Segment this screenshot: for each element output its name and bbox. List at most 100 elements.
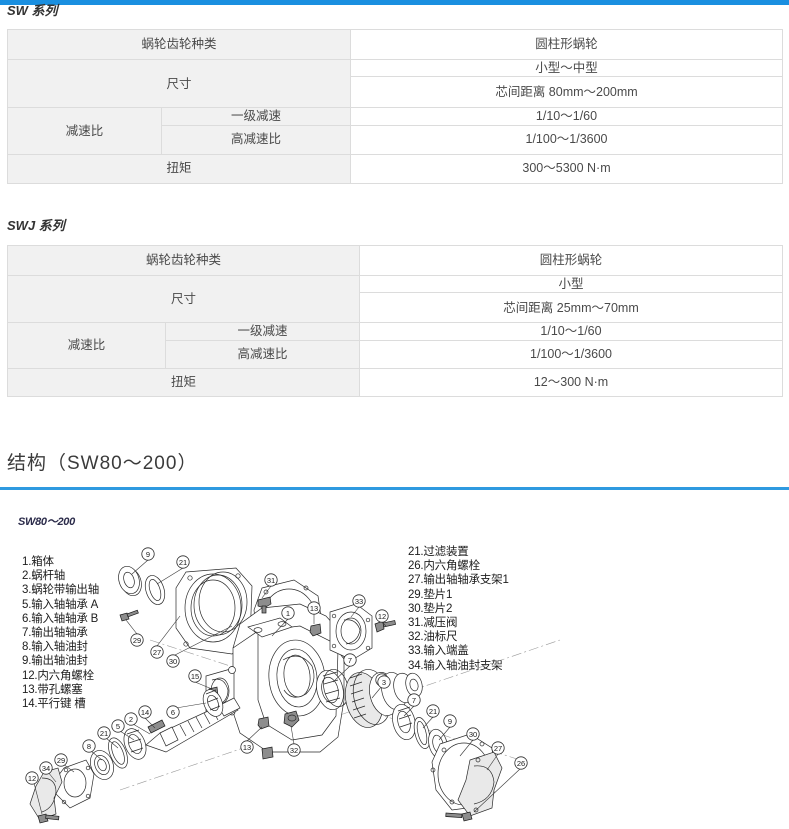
callout-balloon-9: 9	[443, 714, 457, 728]
part-item: 1.箱体	[22, 556, 54, 568]
svg-text:21: 21	[179, 558, 187, 567]
svg-text:32: 32	[290, 746, 298, 755]
callout-balloon-9: 9	[141, 547, 155, 561]
table-row: 扭矩 12～300 N·m	[6, 367, 784, 397]
cell-size-value-1: 小型～中型	[350, 58, 784, 78]
callout-balloon-27: 27	[150, 645, 164, 659]
callout-balloon-12: 12	[25, 771, 39, 785]
svg-text:27: 27	[153, 648, 161, 657]
callout-balloon-33: 33	[352, 594, 366, 608]
svg-text:29: 29	[133, 636, 141, 645]
output-bearing-bracket-27-right	[457, 751, 503, 817]
part-item: 31.减压阀	[408, 617, 458, 630]
svg-text:13: 13	[310, 604, 318, 613]
socket-bolt-26	[445, 811, 473, 822]
part-item: 8.输入轴油封	[22, 641, 88, 654]
callout-balloon-15: 15	[188, 669, 202, 683]
callout-balloon-6: 6	[166, 705, 180, 719]
callout-balloon-1: 1	[281, 606, 295, 620]
svg-text:34: 34	[42, 764, 50, 773]
filter-ring-21-left	[108, 737, 128, 769]
leader-lines	[33, 559, 521, 815]
table-row: 减速比 一级减速 1/10～1/60	[7, 107, 784, 155]
cell-torque-value: 12～300 N·m	[359, 367, 784, 397]
part-item: 7.输出轴轴承	[22, 627, 88, 640]
oil-gauge-32	[283, 710, 300, 728]
cell-gear-type-label: 蜗轮齿轮种类	[6, 29, 352, 60]
callout-balloon-29: 29	[54, 753, 68, 767]
seal-stack-top-left	[118, 565, 140, 595]
callout-balloon-32: 32	[287, 743, 301, 757]
gasket-29	[55, 759, 95, 809]
output-bearing-7-right	[392, 703, 416, 741]
series-title-sw: SW 系列	[7, 3, 58, 18]
callout-balloon-30: 30	[166, 654, 180, 668]
svg-text:7: 7	[412, 696, 416, 705]
part-item: 26.内六角螺栓	[408, 560, 480, 573]
svg-text:7: 7	[348, 656, 352, 665]
cell-torque-label: 扭矩	[6, 367, 361, 397]
part-item: 12.内六角螺栓	[22, 669, 94, 682]
callout-balloon-30: 30	[466, 727, 480, 741]
table-row: 蜗轮齿轮种类 圆柱形蜗轮	[6, 29, 784, 60]
parts-list-left: 1.箱体 2.蜗杆轴 3.蜗轮带输出轴 5.输入轴轴承 A 6.输入轴轴承 B …	[22, 555, 99, 711]
svg-text:31: 31	[267, 576, 275, 585]
callout-balloon-2: 2	[124, 712, 138, 726]
svg-text:8: 8	[87, 742, 91, 751]
structure-figure: SW80～200 1.箱体 2.蜗杆轴 3.蜗轮带输出轴 5.输入轴轴承 A 6…	[0, 495, 789, 829]
part-item: 21.过滤装置	[408, 546, 469, 558]
svg-text:15: 15	[191, 672, 199, 681]
callout-balloon-5: 5	[111, 719, 125, 733]
input-seal-8	[90, 750, 114, 780]
callout-balloon-8: 8	[82, 739, 96, 753]
part-item: 9.输出轴油封	[22, 655, 88, 668]
svg-text:26: 26	[517, 759, 525, 768]
svg-text:6: 6	[171, 708, 175, 717]
cell-size-value-2: 芯间距离 80mm～200mm	[350, 76, 784, 109]
table-row: 减速比 一级减速 1/10～1/60	[7, 322, 784, 369]
plug-13-right	[309, 623, 322, 637]
part-item: 29.垫片1	[408, 588, 453, 601]
plug-13-bottom	[257, 716, 270, 730]
output-bearing-7	[316, 668, 349, 711]
cell-ratio-high-value: 1/100～1/3600	[359, 339, 784, 369]
part-item: 33.输入端盖	[408, 645, 469, 658]
part-item: 3.蜗轮带输出轴	[22, 584, 99, 597]
part-item: 2.蜗杆轴	[22, 570, 66, 583]
table-row: 尺寸 小型～中型	[6, 58, 784, 109]
svg-text:5: 5	[116, 722, 120, 731]
callout-balloon-7: 7	[407, 693, 421, 707]
callout-balloon-13: 13	[307, 601, 321, 615]
cell-torque-label: 扭矩	[6, 153, 352, 184]
svg-text:30: 30	[469, 730, 477, 739]
part-item: 34.输入轴油封支架	[408, 659, 503, 672]
svg-text:30: 30	[169, 657, 177, 666]
cell-ratio-label: 减速比	[7, 322, 166, 369]
part-item: 30.垫片2	[408, 602, 453, 615]
svg-text:33: 33	[355, 597, 363, 606]
cell-ratio-label: 减速比	[7, 107, 162, 155]
spec-table-swj: 蜗轮齿轮种类 圆柱形蜗轮 尺寸 小型 芯间距离 25mm～70mm 减速比 一级…	[6, 245, 784, 397]
svg-text:12: 12	[28, 774, 36, 783]
callout-balloon-29: 29	[130, 633, 144, 647]
cell-torque-value: 300～5300 N·m	[350, 153, 784, 184]
table-row: 芯间距离 80mm～200mm	[8, 76, 784, 109]
svg-text:9: 9	[146, 550, 150, 559]
cell-size-label: 尺寸	[6, 58, 352, 109]
svg-text:27: 27	[494, 744, 502, 753]
table-row: 高减速比 1/100～1/3600	[8, 124, 784, 155]
table-row: 高减速比 1/100～1/3600	[8, 339, 784, 369]
cell-ratio-single-label: 一级减速	[160, 107, 352, 126]
callout-balloon-12: 12	[375, 609, 389, 623]
callout-balloon-21: 21	[426, 704, 440, 718]
callout-balloon-21: 21	[176, 555, 190, 569]
structure-section-heading: 结构（SW80～200）	[7, 453, 198, 474]
cell-ratio-single-label: 一级减速	[164, 322, 361, 341]
input-end-cover-33	[329, 603, 373, 661]
input-bearing-a-5	[123, 728, 147, 760]
table-row: 尺寸 小型	[6, 274, 784, 324]
figure-caption: SW80～200	[18, 516, 75, 528]
callout-balloon-34: 34	[39, 761, 53, 775]
svg-text:21: 21	[100, 729, 108, 738]
